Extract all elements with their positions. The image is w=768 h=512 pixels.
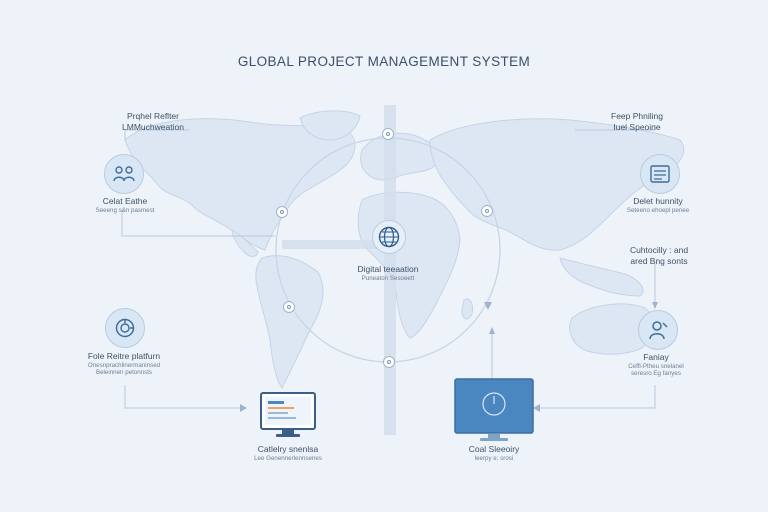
- document-glyph: [650, 165, 670, 183]
- label-top-left: Prqhel Reflter LMMuchweation: [108, 111, 198, 132]
- europe-shape: [360, 132, 439, 181]
- ring-node-top[interactable]: [382, 128, 394, 140]
- label-center: Digital teeaation Puneaton Sesoeett: [336, 264, 440, 282]
- label-top-right-line2: Iuel Speoine: [613, 121, 661, 132]
- label-bottom-left-title: Catlelry snenlsa: [257, 444, 319, 454]
- label-top-right: Feep Phniling Iuel Speoine: [592, 111, 682, 132]
- asia-shape: [429, 118, 685, 251]
- greenland-shape: [299, 110, 361, 141]
- label-bottom-right-sub: leerpy e; srosi: [474, 454, 514, 462]
- label-bottom-left-sub: Lee Genennerlennsenes: [254, 454, 322, 462]
- madagascar-shape: [461, 298, 473, 320]
- label-left-lower: Fole Reitre platfurn Onesnprachlinermani…: [72, 351, 176, 377]
- person-icon[interactable]: [638, 310, 678, 350]
- page-title: GLOBAL PROJECT MANAGEMENT SYSTEM: [237, 54, 531, 69]
- label-top-left-line1: Prqhel Reflter: [127, 111, 179, 121]
- team-glyph: [113, 166, 135, 182]
- label-top-right-line1: Feep Phniling: [611, 111, 663, 121]
- label-right-lower-sub1: Ceffl-Ptheu snelanel: [628, 362, 684, 370]
- ring-node-lower-left[interactable]: [283, 301, 295, 313]
- label-right-mid-line1: Cuhtocilly : and: [629, 245, 689, 255]
- label-top-left-line2: LMMuchweation: [122, 121, 184, 132]
- laptop-icon[interactable]: [258, 392, 318, 440]
- label-right-upper: Delet hunnity Seteeno ehoepl penee: [612, 196, 704, 214]
- label-bottom-left: Catlelry snenlsa Lee Genennerlennsenes: [238, 444, 338, 462]
- south-america-shape: [255, 255, 324, 389]
- label-right-upper-title: Delet hunnity: [633, 196, 683, 206]
- label-right-mid-line2: ared Bng sonts: [630, 255, 688, 266]
- label-left-upper-sub: Seeeng s&n pasmest: [95, 206, 155, 214]
- ring-node-right[interactable]: [481, 205, 493, 217]
- team-icon[interactable]: [104, 154, 144, 194]
- ring-node-left[interactable]: [276, 206, 288, 218]
- globe-icon[interactable]: [372, 220, 406, 254]
- globe-glyph: [378, 226, 400, 248]
- label-left-upper-title: Celat Eathe: [102, 196, 148, 206]
- label-left-lower-title: Fole Reitre platfurn: [87, 351, 161, 361]
- label-center-sub: Puneaton Sesoeett: [361, 274, 415, 282]
- label-bottom-right: Coal Sleeoiry leerpy e; srosi: [442, 444, 546, 462]
- monitor-icon[interactable]: [454, 378, 534, 442]
- label-right-mid: Cuhtocilly : and ared Bng sonts: [614, 245, 704, 266]
- label-right-upper-sub: Seteeno ehoepl penee: [626, 206, 690, 214]
- australia-shape: [569, 303, 655, 355]
- label-right-lower: Faniay Ceffl-Ptheu snelanel seresro Eg f…: [606, 352, 706, 378]
- southeast-asia-shape: [559, 257, 644, 297]
- person-glyph: [649, 321, 668, 340]
- label-right-lower-title: Faniay: [643, 352, 669, 362]
- label-left-lower-sub1: Onesnprachlinermaninsed: [87, 361, 161, 369]
- label-right-lower-sub2: seresro Eg fanyes: [631, 370, 681, 378]
- target-icon[interactable]: [105, 308, 145, 348]
- label-bottom-right-title: Coal Sleeoiry: [468, 444, 520, 454]
- target-glyph: [115, 318, 135, 338]
- label-left-lower-sub2: Beleinnen petonnsts: [95, 369, 153, 377]
- central-america-shape: [231, 229, 259, 257]
- document-icon[interactable]: [640, 154, 680, 194]
- label-left-upper: Celat Eathe Seeeng s&n pasmest: [80, 196, 170, 214]
- ring-node-bottom[interactable]: [383, 356, 395, 368]
- label-center-title: Digital teeaation: [357, 264, 419, 274]
